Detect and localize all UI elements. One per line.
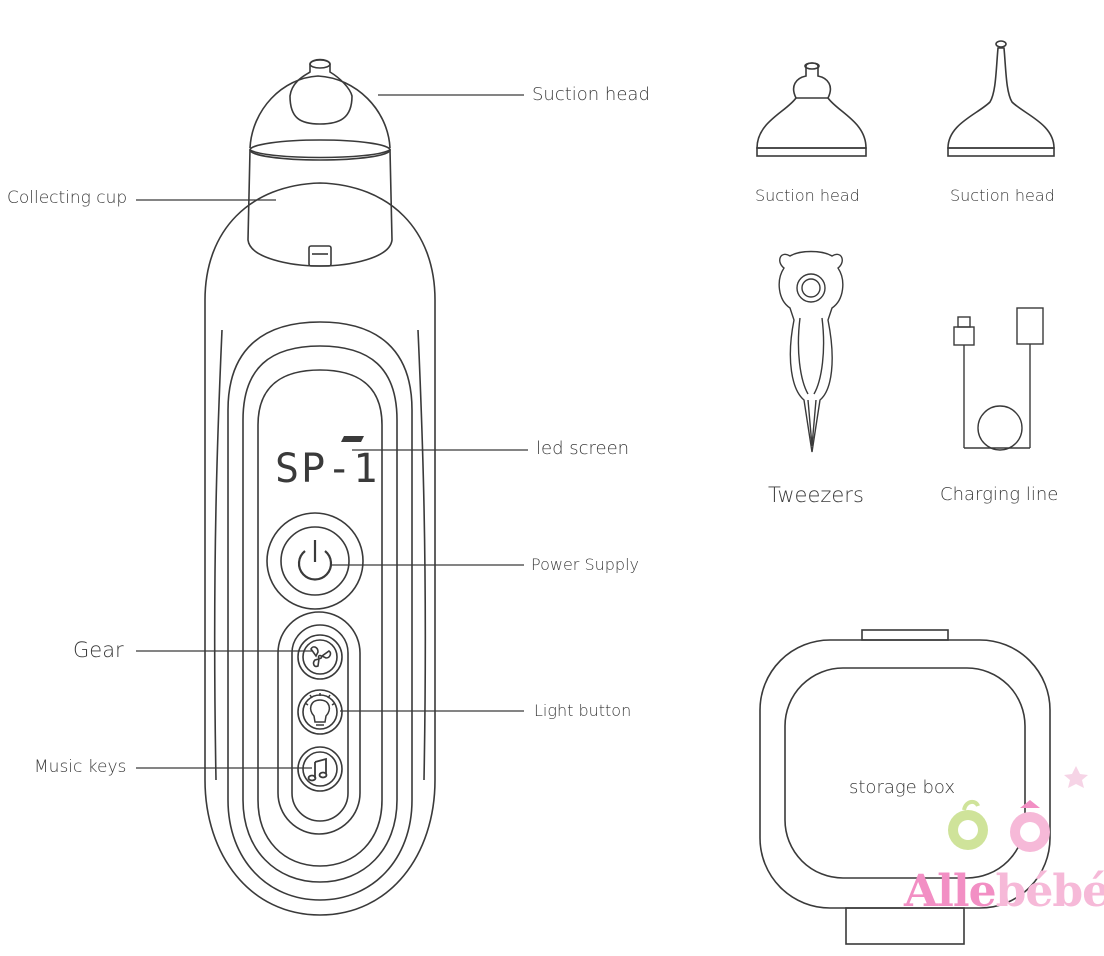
- light-button[interactable]: [297, 689, 343, 735]
- front-panel-middle: [242, 345, 398, 883]
- fan-icon: [310, 646, 332, 668]
- label-storage-box: storage box: [849, 777, 956, 798]
- label-charging-line: Charging line: [940, 484, 1059, 505]
- label-tweezers: Tweezers: [768, 483, 864, 507]
- suction-nozzle: [289, 58, 353, 125]
- label-collecting-cup: Collecting cup: [7, 188, 128, 208]
- brand-part-2: bébé: [995, 866, 1104, 917]
- accessory-suction-head-2: [947, 40, 1055, 157]
- front-panel-outer: [227, 321, 413, 901]
- cup-latch: [308, 245, 332, 267]
- body-contour-left: [213, 329, 223, 781]
- led-screen-text: SP-1: [275, 446, 379, 492]
- front-panel-inner: [257, 369, 383, 867]
- label-light-button: Light button: [534, 701, 632, 720]
- accessory-tweezers: [778, 250, 844, 453]
- allebebe-logo: [948, 766, 1088, 852]
- gear-button[interactable]: [297, 634, 343, 680]
- bulb-icon: [304, 693, 336, 726]
- collecting-cup-shape: [247, 148, 393, 267]
- label-music-keys: Music keys: [34, 757, 127, 777]
- body-contour-right: [417, 329, 427, 781]
- button-pill-outer: [277, 611, 361, 835]
- power-button-ring-outer: [266, 512, 364, 610]
- device-body-outline: [204, 182, 436, 916]
- label-led-screen: led screen: [536, 438, 630, 459]
- label-gear: Gear: [73, 638, 124, 662]
- power-button-ring-inner: [280, 526, 350, 596]
- label-accessory-suction-head-1: Suction head: [755, 186, 860, 205]
- storage-box: [759, 629, 1051, 945]
- music-note-icon: [307, 757, 328, 782]
- battery-icon: [341, 436, 364, 442]
- label-power-supply: Power Supply: [531, 555, 639, 574]
- accessory-suction-head-1: [756, 62, 867, 157]
- brand-part-1: Alle: [904, 866, 997, 917]
- leader-lines: [136, 94, 528, 769]
- accessory-charging-line: [953, 307, 1044, 451]
- label-suction-head: Suction head: [532, 84, 650, 105]
- brand-wordmark: Allebébé: [904, 866, 1104, 917]
- suction-head-dome: [249, 75, 391, 149]
- power-icon[interactable]: [297, 540, 333, 581]
- button-pill-inner: [291, 624, 349, 822]
- label-accessory-suction-head-2: Suction head: [950, 186, 1055, 205]
- music-button[interactable]: [297, 746, 343, 792]
- collecting-cup-rim: [249, 139, 391, 161]
- aspirator-device: SP-1: [204, 58, 436, 916]
